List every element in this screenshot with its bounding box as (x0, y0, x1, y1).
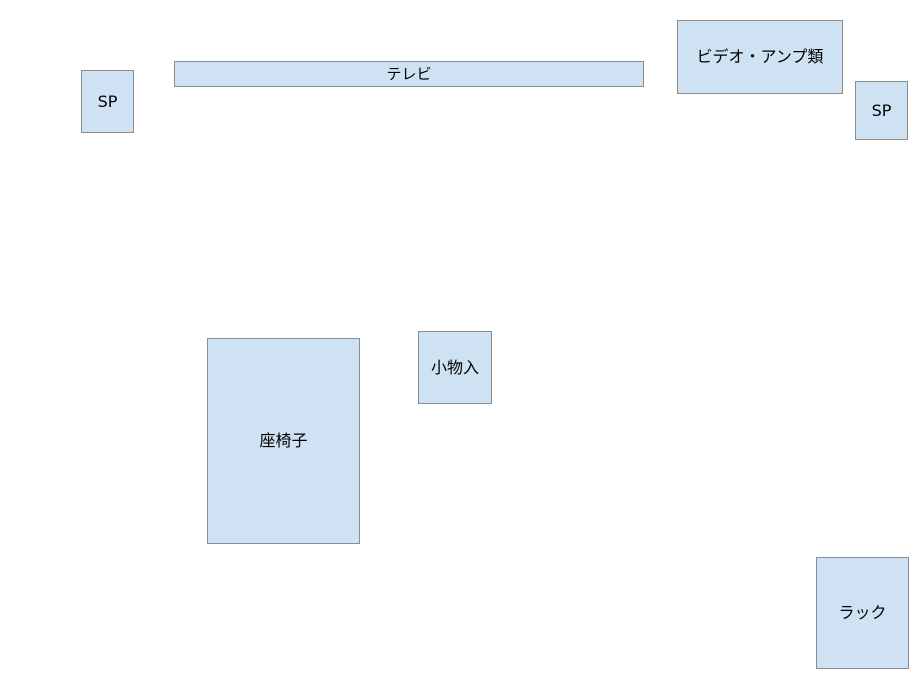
rack-box: ラック (816, 557, 909, 669)
left-speaker-box: SP (81, 70, 134, 133)
floor-chair-box: 座椅子 (207, 338, 360, 544)
floor-chair-label: 座椅子 (259, 431, 308, 450)
left-speaker-label: SP (97, 91, 118, 111)
rack-label: ラック (838, 603, 887, 622)
video-amp-box: ビデオ・アンプ類 (677, 20, 843, 94)
tv-label: テレビ (386, 64, 432, 83)
small-storage-label: 小物入 (430, 357, 479, 377)
small-storage-box: 小物入 (418, 331, 492, 404)
right-speaker-label: SP (871, 100, 892, 120)
video-amp-label: ビデオ・アンプ類 (696, 47, 824, 66)
right-speaker-box: SP (855, 81, 908, 140)
tv-box: テレビ (174, 61, 644, 87)
